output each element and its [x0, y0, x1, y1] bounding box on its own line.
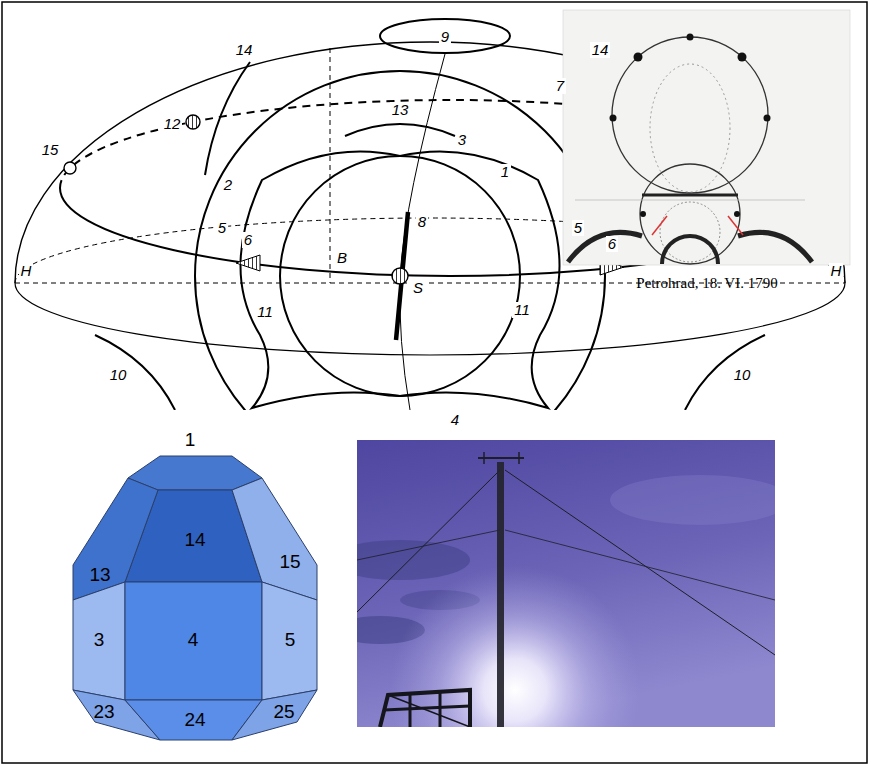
ice-crystal — [262, 582, 317, 700]
circumzenithal-arc — [380, 19, 510, 53]
historical-sketch — [610, 115, 617, 122]
halo-22 — [280, 156, 520, 396]
historical-sketch — [662, 236, 718, 264]
sky-photo — [497, 462, 504, 727]
sky-photo — [505, 530, 775, 600]
historical-sketch — [568, 232, 642, 262]
sky-photo — [390, 565, 640, 727]
face-number: 23 — [93, 702, 114, 722]
sky-photo — [357, 470, 500, 612]
callout-number: 9 — [439, 29, 451, 45]
face-number: 3 — [94, 630, 105, 650]
point-letter: H — [829, 263, 844, 279]
callout-number: 15 — [40, 142, 61, 158]
callout-number: 5 — [216, 220, 228, 236]
sky-photo — [409, 693, 412, 727]
sky-photo — [388, 695, 470, 727]
infralateral-arc — [95, 335, 175, 410]
point-letter: S — [411, 280, 425, 296]
callout-number: 11 — [255, 304, 275, 320]
historical-sketch — [764, 115, 771, 122]
face-number: 15 — [279, 552, 300, 572]
sky-photo — [610, 475, 775, 525]
anthelion-spot — [64, 162, 76, 174]
historical-sketch — [634, 53, 643, 62]
callout-number: 8 — [416, 214, 428, 230]
callout-number: 4 — [449, 412, 461, 428]
image-caption: Petrohrad, 18. VI. 1790 — [636, 276, 777, 292]
historical-sketch — [687, 34, 694, 41]
sky-photo — [505, 470, 775, 655]
historical-sketch — [738, 53, 747, 62]
historical-sketch — [642, 194, 738, 197]
ice-crystal — [73, 456, 317, 740]
ice-crystal — [125, 582, 262, 700]
callout-number: 13 — [390, 102, 411, 118]
ice-crystal — [128, 456, 262, 490]
historical-sketch — [575, 200, 805, 201]
sun-symbol — [392, 268, 408, 284]
face-number: 14 — [184, 530, 205, 550]
supralateral-arc — [205, 62, 250, 175]
historical-sketch — [612, 37, 768, 193]
circumscribed-halo — [240, 151, 559, 408]
sky-photo — [483, 452, 485, 464]
historical-sketch — [728, 216, 743, 235]
historical-sketch — [652, 216, 667, 235]
historical-sketch — [734, 211, 740, 217]
parhelion-symbol — [236, 255, 260, 271]
sky-photo — [357, 530, 500, 560]
callout-number: 6 — [606, 236, 618, 252]
sky-photo — [384, 706, 470, 710]
horizon-front — [15, 283, 845, 355]
anthelic-spot — [186, 115, 200, 129]
halo-46 — [195, 71, 605, 410]
callout-number: 7 — [554, 78, 566, 94]
historical-sketch — [563, 10, 850, 265]
face-number: 24 — [184, 710, 205, 730]
callout-number: 11 — [512, 302, 532, 318]
callout-number: 2 — [222, 177, 234, 193]
historical-sketch — [660, 202, 720, 262]
callout-number: 14 — [234, 42, 255, 58]
face-number: 13 — [89, 565, 110, 585]
face-number: 1 — [185, 430, 196, 450]
historical-sketch — [640, 211, 646, 217]
historical-sketch — [640, 164, 740, 264]
callout-number: 10 — [108, 367, 129, 383]
upper-tangent-arc — [345, 124, 455, 136]
sky-photo — [357, 440, 775, 727]
face-number: 25 — [273, 702, 294, 722]
historical-sketch — [738, 232, 812, 262]
sky-photo — [478, 457, 524, 459]
point-letter: B — [335, 250, 349, 266]
infralateral-arc — [685, 335, 765, 410]
callout-number: 6 — [242, 232, 254, 248]
sky-photo — [518, 452, 520, 464]
face-number: 5 — [285, 630, 296, 650]
callout-number: 14 — [590, 42, 611, 58]
ice-crystal — [73, 582, 125, 700]
ice-crystal — [232, 690, 317, 740]
historical-sketch — [563, 10, 850, 265]
callout-number: 10 — [732, 367, 753, 383]
face-number: 4 — [188, 630, 199, 650]
sky-photo — [439, 691, 442, 727]
callout-number: 5 — [572, 220, 584, 236]
sky-photo — [380, 690, 470, 727]
callout-number: 3 — [456, 132, 468, 148]
callout-number: 1 — [499, 164, 511, 180]
point-letter: H — [19, 263, 34, 279]
callout-number: 12 — [162, 116, 183, 132]
sky-photo — [357, 540, 470, 580]
